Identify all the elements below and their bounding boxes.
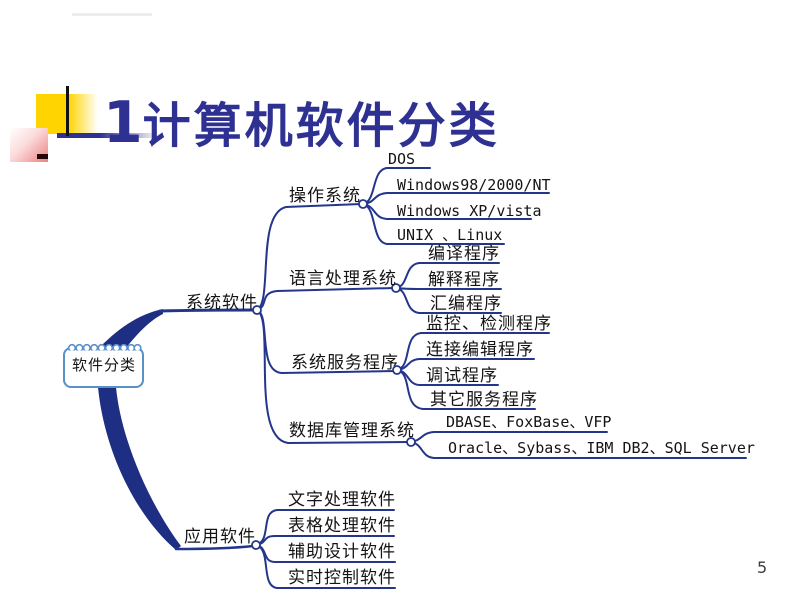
branch-root-to-application <box>98 387 181 550</box>
node-database-management: 数据库管理系统 <box>289 421 415 441</box>
node-system-software: 系统软件 <box>186 293 258 313</box>
leaf-cad: 辅助设计软件 <box>288 542 396 562</box>
node-operating-system: 操作系统 <box>289 186 361 206</box>
junction-service <box>392 365 402 375</box>
node-language-processing: 语言处理系统 <box>289 269 397 289</box>
dark-red-dash-decoration <box>37 154 48 159</box>
leaf-spreadsheet: 表格处理软件 <box>288 516 396 536</box>
branch-root-to-system <box>95 309 163 353</box>
system-underline <box>158 308 257 313</box>
curve-app-realtime <box>255 544 396 589</box>
leaf-dbase-foxbase-vfp: DBASE、FoxBase、VFP <box>446 413 612 431</box>
junction-database <box>406 437 416 447</box>
junction-application <box>251 540 261 550</box>
leaf-windowsxp: Windows XP/vista <box>397 202 542 220</box>
application-underline <box>174 544 255 551</box>
top-gray-dash <box>72 13 152 16</box>
junction-markers <box>251 199 416 550</box>
leaf-oracle-sybase-db2-sqlserver: Oracle、Sybass、IBM DB2、SQL Server <box>448 439 755 457</box>
slide-title-text: 计算机软件分类 <box>142 98 500 154</box>
slide-title-number: 1 <box>103 90 143 156</box>
node-system-service: 系统服务程序 <box>291 353 399 373</box>
leaf-windows98: Windows98/2000/NT <box>397 176 551 194</box>
leaf-word-processing: 文字处理软件 <box>288 490 396 510</box>
curve-system-to-os <box>256 203 362 311</box>
root-node-box <box>63 343 144 388</box>
junction-language <box>391 283 401 293</box>
node-application-software: 应用软件 <box>184 527 256 547</box>
leaf-interpreter: 解释程序 <box>428 270 500 290</box>
leaf-assembler: 汇编程序 <box>430 294 502 314</box>
black-vertical-line-decoration <box>66 86 69 136</box>
leaf-other-service: 其它服务程序 <box>430 390 538 410</box>
root-node-scallops <box>67 343 142 353</box>
leaf-unix-linux: UNIX 、Linux <box>397 226 503 244</box>
curve-system-to-database <box>256 309 410 445</box>
junction-os <box>358 199 368 209</box>
root-node-label: 软件分类 <box>71 356 136 374</box>
leaf-monitor-detect: 监控、检测程序 <box>426 314 552 334</box>
slide-title: 1计算机软件分类 <box>103 86 500 156</box>
junction-system <box>252 305 262 315</box>
curve-system-to-language <box>256 287 395 311</box>
navy-underline-decoration <box>57 133 159 138</box>
leaf-link-editor: 连接编辑程序 <box>426 340 534 360</box>
leaf-dos: DOS <box>388 150 416 168</box>
leaf-realtime-control: 实时控制软件 <box>288 568 396 588</box>
leaf-compiler: 编译程序 <box>428 244 500 264</box>
leaf-debugger: 调试程序 <box>426 366 498 386</box>
page-number: 5 <box>757 558 768 577</box>
